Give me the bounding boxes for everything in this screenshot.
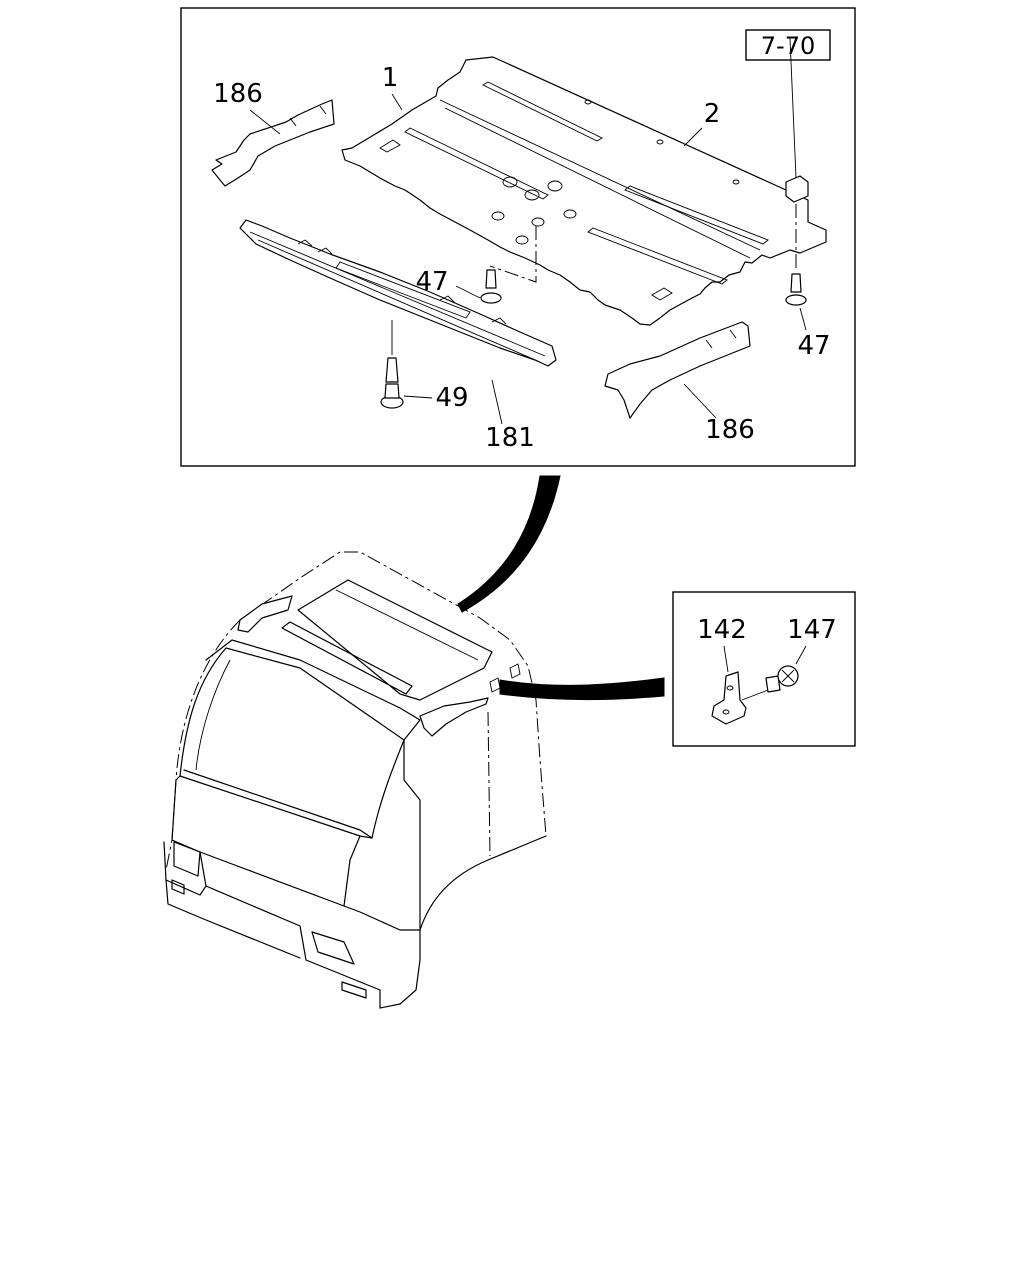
bracket-detail-frame <box>672 591 856 747</box>
right-clip <box>785 37 809 306</box>
left-pillar-trim <box>211 99 335 187</box>
callout-trim-left: 186 <box>213 79 263 109</box>
truck-cab <box>163 551 547 1009</box>
center-clip <box>480 226 537 304</box>
front-rail <box>239 219 557 367</box>
right-pillar-trim <box>604 321 751 419</box>
reference-box-label: 7-70 <box>761 32 815 60</box>
front-clip <box>380 320 404 409</box>
headliner-panel <box>341 56 827 326</box>
mounting-screw <box>741 665 799 701</box>
detail-pointer-side <box>499 677 665 700</box>
callout-bracket: 142 <box>697 615 747 645</box>
reference-box[interactable]: 7-70 <box>745 29 831 61</box>
callout-trim-right: 186 <box>705 415 755 445</box>
callout-liner: 2 <box>704 99 721 129</box>
callout-front-rail: 181 <box>485 423 535 453</box>
detail-pointer-top <box>457 475 561 613</box>
callout-clip-center: 47 <box>415 267 448 297</box>
mounting-bracket <box>711 671 747 725</box>
roof-detail-frame <box>180 7 856 467</box>
callout-panel: 1 <box>382 63 399 93</box>
callout-front-clip: 49 <box>435 383 468 413</box>
callout-screw: 147 <box>787 615 837 645</box>
callout-clip-right: 47 <box>797 331 830 361</box>
